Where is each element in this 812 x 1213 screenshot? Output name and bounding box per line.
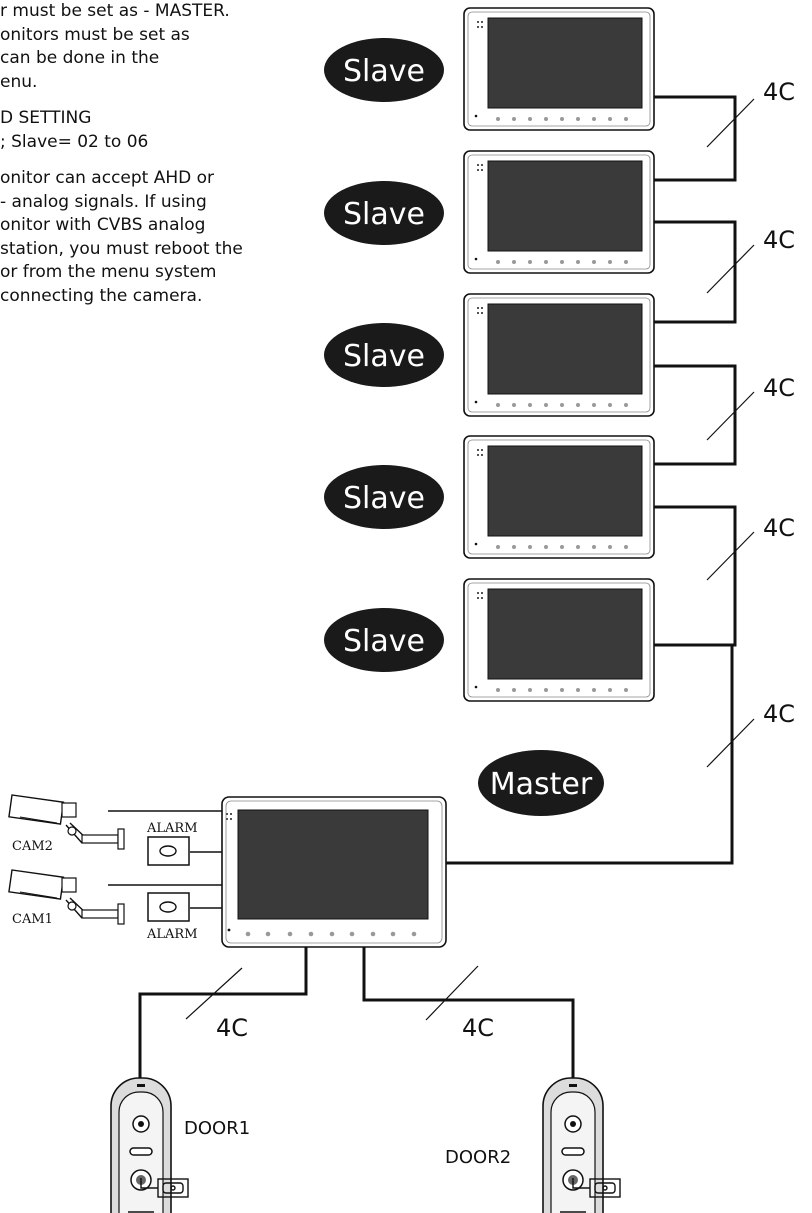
note-line: ; Slave= 02 to 06 bbox=[0, 131, 149, 152]
cable-lines bbox=[138, 95, 737, 1078]
door2-label: DOOR2 bbox=[445, 1147, 511, 1168]
note-line: D SETTING bbox=[0, 108, 92, 128]
note-line: or from the menu system bbox=[0, 262, 217, 282]
master-pill: Master bbox=[478, 750, 604, 816]
cable-label: 4C bbox=[763, 514, 795, 542]
note-line: station, you must reboot the bbox=[0, 238, 243, 259]
svg-text:Slave: Slave bbox=[343, 624, 425, 659]
door-station-1 bbox=[110, 1077, 172, 1213]
slave-monitor bbox=[463, 293, 655, 417]
door-lock-icon bbox=[572, 1178, 621, 1198]
cam2-label: CAM2 bbox=[12, 839, 53, 854]
cable-label: 4C bbox=[216, 1014, 248, 1042]
slave-monitor bbox=[463, 578, 655, 702]
svg-text:Slave: Slave bbox=[343, 339, 425, 374]
svg-text:Slave: Slave bbox=[343, 481, 425, 516]
alarm-icon bbox=[147, 892, 190, 922]
door-station-2 bbox=[542, 1077, 604, 1213]
alarm-label: ALARM bbox=[146, 927, 198, 942]
svg-text:Master: Master bbox=[490, 767, 593, 802]
master-monitor bbox=[221, 796, 447, 948]
note-line: onitor with CVBS analog bbox=[0, 215, 206, 235]
slave-pill: Slave bbox=[324, 323, 444, 387]
alarm-icon bbox=[147, 836, 190, 866]
slave-monitor bbox=[463, 7, 655, 131]
note-line: onitor can accept AHD or bbox=[0, 168, 215, 188]
note-line: - analog signals. If using bbox=[0, 191, 207, 212]
slave-pill: Slave bbox=[324, 465, 444, 529]
slave-monitor bbox=[463, 435, 655, 559]
door1-label: DOOR1 bbox=[184, 1118, 250, 1139]
cable-label: 4C bbox=[763, 700, 795, 728]
note-line: r must be set as - MASTER. bbox=[0, 1, 230, 21]
cable-ticks bbox=[185, 98, 755, 1021]
door-lock-icon bbox=[140, 1178, 189, 1198]
cable-label: 4C bbox=[462, 1014, 494, 1042]
note-line: enu. bbox=[0, 71, 38, 92]
slave-pill: Slave bbox=[324, 38, 444, 102]
cable-label: 4C bbox=[763, 226, 795, 254]
note-line: can be done in the bbox=[0, 48, 160, 68]
slave-pill: Slave bbox=[324, 181, 444, 245]
note-line: onitors must be set as bbox=[0, 24, 190, 45]
slave-monitor bbox=[463, 150, 655, 274]
alarm-label: ALARM bbox=[146, 821, 198, 836]
slave-pill: Slave bbox=[324, 608, 444, 672]
cable-label: 4C bbox=[763, 374, 795, 402]
instruction-note: r must be set as - MASTER. onitors must … bbox=[0, 0, 300, 308]
note-line: connecting the camera. bbox=[0, 285, 203, 306]
cam1-label: CAM1 bbox=[12, 912, 53, 927]
svg-text:Slave: Slave bbox=[343, 197, 425, 232]
cable-label: 4C bbox=[763, 78, 795, 106]
alarm-camera-wires bbox=[108, 810, 222, 909]
svg-text:Slave: Slave bbox=[343, 54, 425, 89]
